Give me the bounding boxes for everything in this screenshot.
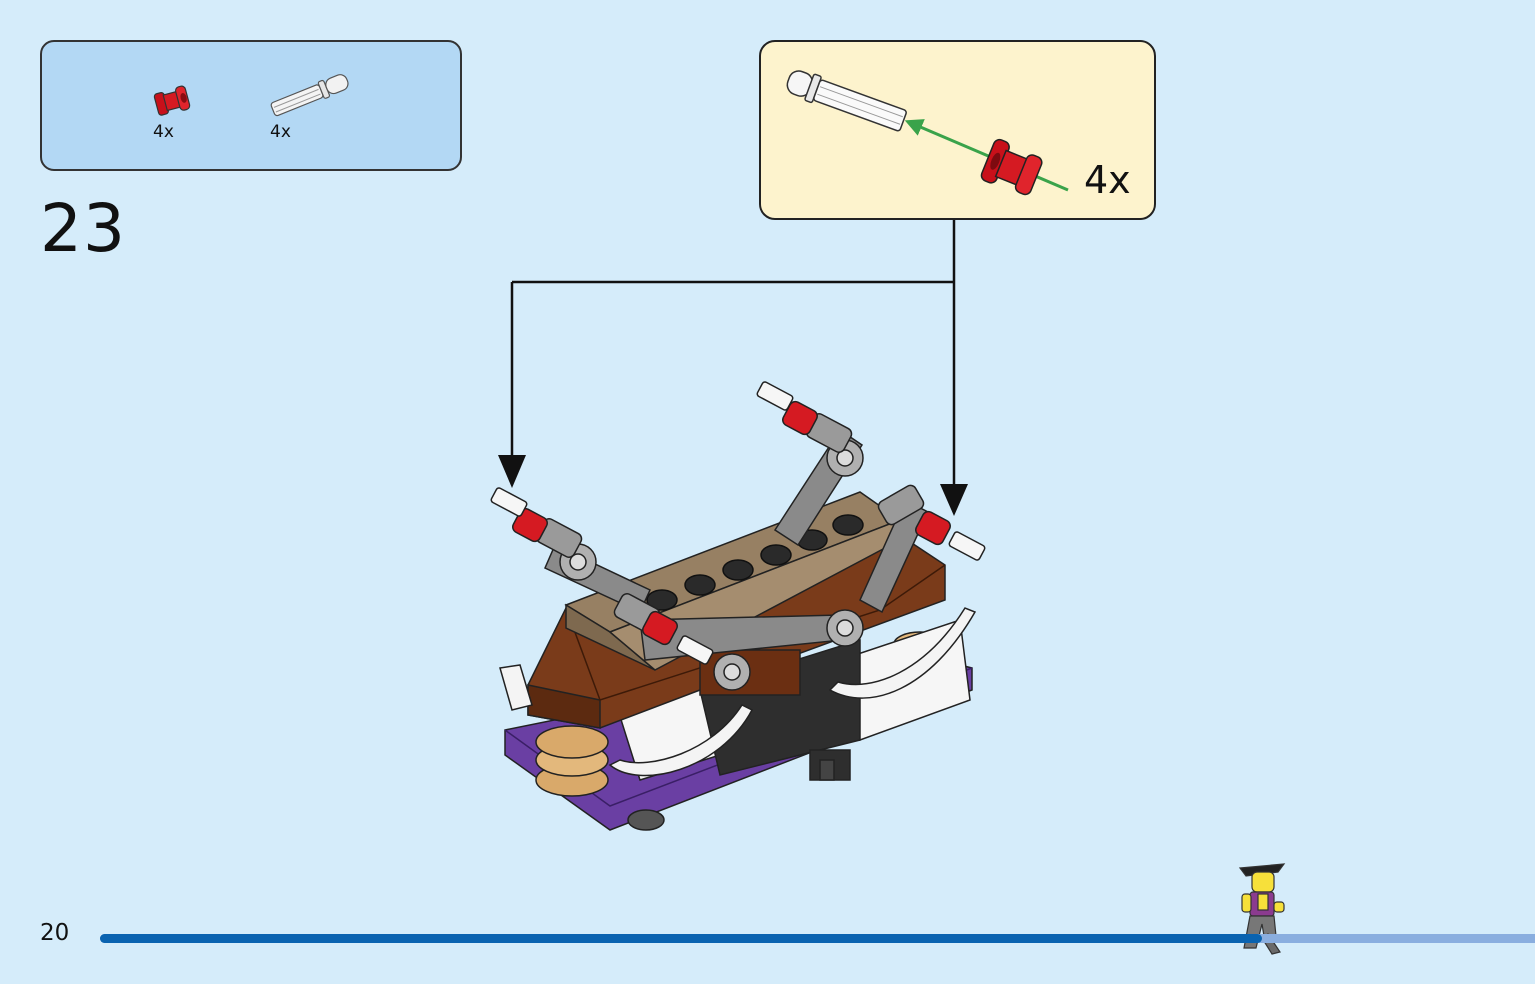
red-bush-icon [153,85,191,116]
callout-red-bush [980,138,1043,196]
callout-axle-pin [786,70,907,132]
callout-connector [510,220,956,492]
page-number: 20 [40,920,70,946]
callout-box [759,40,1156,220]
arrow-head-left [498,455,526,488]
step-number: 23 [40,190,126,267]
parts-list-box [40,40,462,171]
callout-quantity: 4x [1084,158,1131,202]
part-quantity: 4x [153,122,174,142]
model-assembly [490,381,986,831]
axle-pin-icon [270,74,349,117]
arrow-head-right [940,484,968,516]
part-quantity: 4x [270,122,291,142]
progress-bar-fill [100,934,1263,943]
progress-bar [100,934,1535,943]
minifigure-icon [1238,863,1286,955]
